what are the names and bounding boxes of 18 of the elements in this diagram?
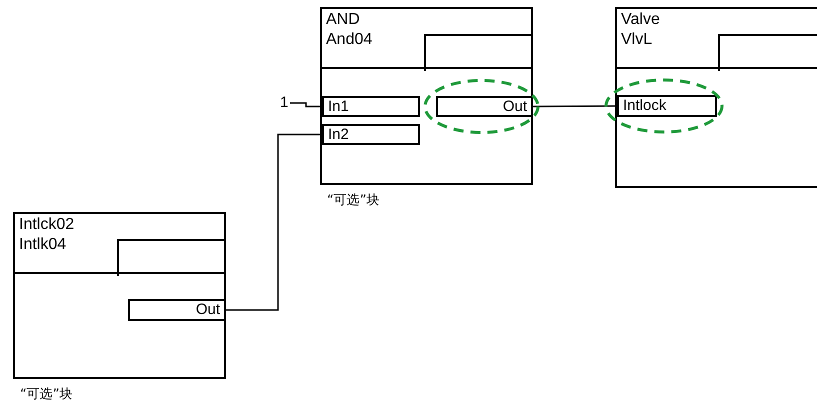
block-label: Intlck02 (19, 215, 74, 235)
block-caption: “可选”块 (327, 192, 380, 210)
connector-line (226, 134, 322, 311)
port-box: Out (128, 299, 226, 321)
port-box: In1 (322, 96, 420, 117)
input-value: 1 (280, 94, 290, 112)
function-block (615, 7, 817, 188)
block-label: AND (326, 10, 361, 30)
port-box: Out (436, 96, 533, 117)
block-label: VlvL (621, 30, 654, 50)
block-caption: “可选”块 (20, 386, 72, 404)
block-label: Intlk04 (19, 235, 68, 255)
block-label: Valve (621, 10, 660, 30)
connector-line (533, 105, 617, 108)
port-box: Intlock (617, 95, 717, 117)
port-box: In2 (322, 124, 420, 145)
connector-line (290, 102, 322, 108)
block-label: And04 (326, 30, 372, 50)
